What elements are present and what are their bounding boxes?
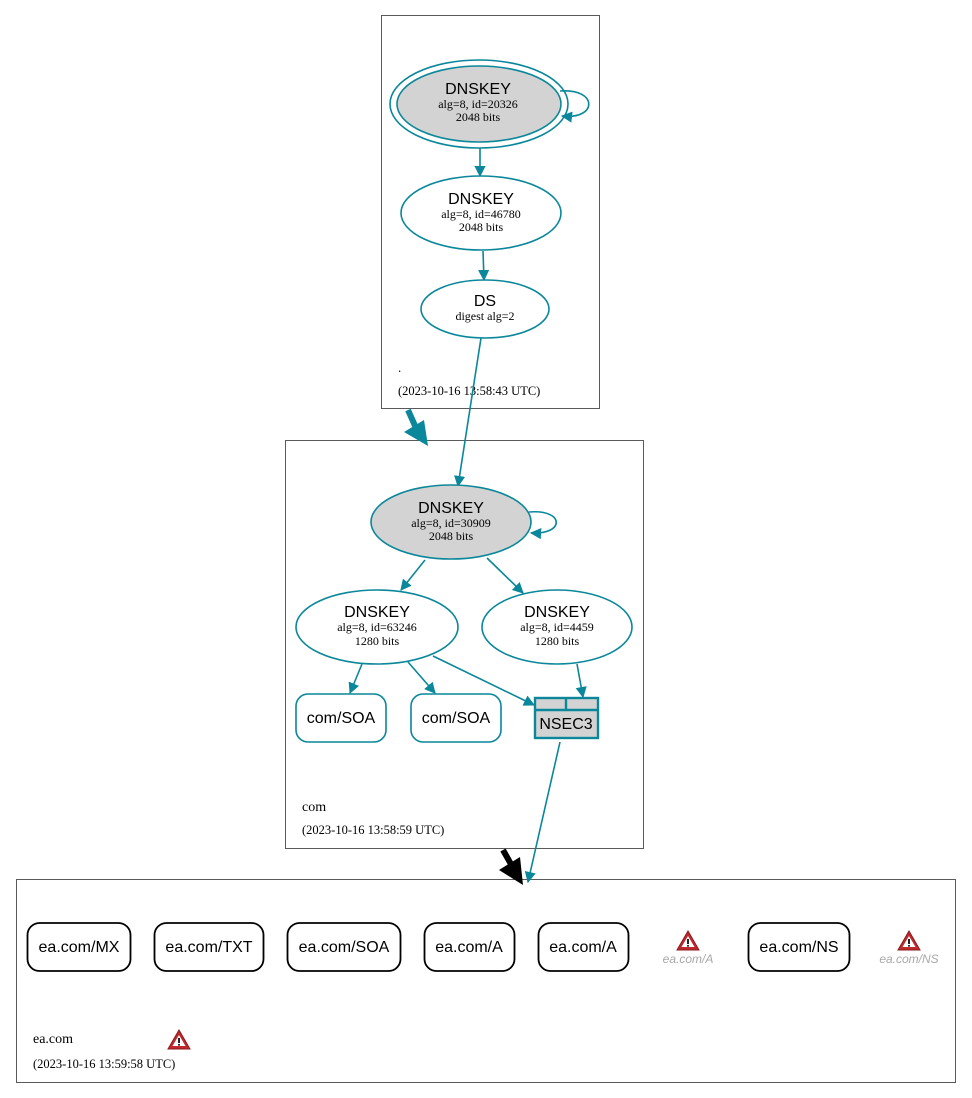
- edge-com-zsk1-to-soa2: [407, 661, 436, 694]
- ea-ns-node[interactable]: ea.com/NS: [747, 922, 851, 972]
- ea-a2-node[interactable]: ea.com/A: [537, 922, 630, 972]
- eacom-zone-name: ea.com: [33, 1032, 73, 1047]
- root-ds-ellipse: [420, 279, 550, 339]
- root-zsk-alg: alg=8, id=46780: [441, 207, 521, 221]
- ea-a-warning-node[interactable]: ea.com/A: [663, 930, 714, 966]
- com-ksk-bits: 2048 bits: [429, 529, 474, 543]
- root-ksk-bits: 2048 bits: [456, 110, 501, 124]
- edge-com-nsec3-to-eacom: [524, 741, 561, 884]
- edge-com-zsk1-to-soa1: [348, 663, 363, 695]
- root-ksk-outer-ring: [389, 59, 569, 149]
- root-zsk-ellipse: [400, 175, 562, 251]
- com-zsk1-node[interactable]: DNSKEY alg=8, id=63246 1280 bits: [295, 589, 459, 665]
- com-zsk2-title: DNSKEY: [524, 604, 590, 621]
- edge-root-ds-to-com-ksk: [454, 337, 482, 488]
- root-ksk-title: DNSKEY: [445, 81, 511, 98]
- ea-soa-box: [286, 922, 402, 972]
- delegation-com-to-eacom-head: [499, 857, 523, 885]
- com-ksk-ellipse: [370, 484, 532, 560]
- root-ksk-alg: alg=8, id=20326: [438, 97, 518, 111]
- ea-ns-warning-label: ea.com/NS: [879, 952, 938, 966]
- root-zsk-bits: 2048 bits: [459, 220, 504, 234]
- com-soa2-label: com/SOA: [422, 710, 491, 727]
- ea-txt-node[interactable]: ea.com/TXT: [153, 922, 265, 972]
- root-ds-title: DS: [474, 293, 496, 310]
- com-zsk2-bits: 1280 bits: [535, 634, 580, 648]
- edge-com-ksk-to-zsk2: [486, 557, 524, 594]
- ea-txt-box: [153, 922, 265, 972]
- com-nsec3-node[interactable]: NSEC3: [533, 696, 600, 740]
- root-zsk-node[interactable]: DNSKEY alg=8, id=46780 2048 bits: [400, 175, 562, 251]
- edge-root-ksk-self: [559, 90, 590, 123]
- root-ksk-ellipse: [396, 65, 562, 143]
- com-ksk-alg: alg=8, id=30909: [411, 516, 491, 530]
- ea-a2-label: ea.com/A: [549, 939, 617, 956]
- root-ds-node[interactable]: DS digest alg=2: [420, 279, 550, 339]
- com-zsk1-alg: alg=8, id=63246: [337, 620, 417, 634]
- edge-com-zsk2-to-nsec3: [575, 663, 587, 699]
- com-zsk1-title: DNSKEY: [344, 604, 410, 621]
- edge-com-ksk-self: [528, 511, 558, 540]
- com-soa1-label: com/SOA: [307, 710, 376, 727]
- com-soa2-box: [410, 693, 502, 743]
- root-zsk-title: DNSKEY: [448, 191, 514, 208]
- edge-com-ksk-to-zsk1: [400, 559, 426, 591]
- ea-ns-label: ea.com/NS: [759, 939, 838, 956]
- ea-a-warning-label: ea.com/A: [663, 952, 714, 966]
- ea-mx-label: ea.com/MX: [39, 939, 120, 956]
- ea-mx-box: [26, 922, 132, 972]
- ea-soa-node[interactable]: ea.com/SOA: [286, 922, 402, 972]
- delegation-root-to-com-line: [405, 408, 419, 430]
- com-zsk2-alg: alg=8, id=4459: [520, 620, 594, 634]
- com-zsk1-ellipse: [295, 589, 459, 665]
- root-ds-digest: digest alg=2: [455, 309, 514, 323]
- ea-mx-node[interactable]: ea.com/MX: [26, 922, 132, 972]
- com-zone-name: com: [302, 800, 326, 815]
- com-zsk1-bits: 1280 bits: [355, 634, 400, 648]
- com-ksk-node[interactable]: DNSKEY alg=8, id=30909 2048 bits: [370, 484, 532, 560]
- ea-ns-box: [747, 922, 851, 972]
- root-zone-timestamp: (2023-10-16 13:58:43 UTC): [398, 384, 540, 398]
- com-soa1-box: [295, 693, 387, 743]
- root-zone-name: .: [398, 360, 401, 375]
- eacom-zone-box: [16, 879, 956, 1083]
- com-soa1-node[interactable]: com/SOA: [295, 693, 387, 743]
- ea-a1-box: [423, 922, 516, 972]
- edge-com-zsk1-to-nsec3: [432, 655, 536, 706]
- edge-root-zsk-to-ds: [478, 250, 490, 282]
- com-soa2-node[interactable]: com/SOA: [410, 693, 502, 743]
- com-ksk-title: DNSKEY: [418, 500, 484, 517]
- ea-txt-label: ea.com/TXT: [165, 939, 252, 956]
- root-ksk-node[interactable]: DNSKEY alg=8, id=20326 2048 bits: [389, 59, 569, 149]
- delegation-root-to-com-head: [404, 420, 428, 446]
- ea-ns-warning-node[interactable]: ea.com/NS: [879, 930, 939, 966]
- ea-a1-label: ea.com/A: [435, 939, 503, 956]
- com-zsk2-ellipse: [481, 589, 633, 665]
- ea-soa-label: ea.com/SOA: [299, 939, 390, 956]
- ea-a2-box: [537, 922, 630, 972]
- eacom-zone-timestamp: (2023-10-16 13:59:58 UTC): [33, 1057, 175, 1071]
- ea-a1-node[interactable]: ea.com/A: [423, 922, 516, 972]
- com-nsec3-label: NSEC3: [539, 716, 592, 733]
- com-zone-timestamp: (2023-10-16 13:58:59 UTC): [302, 823, 444, 837]
- com-zsk2-node[interactable]: DNSKEY alg=8, id=4459 1280 bits: [481, 589, 633, 665]
